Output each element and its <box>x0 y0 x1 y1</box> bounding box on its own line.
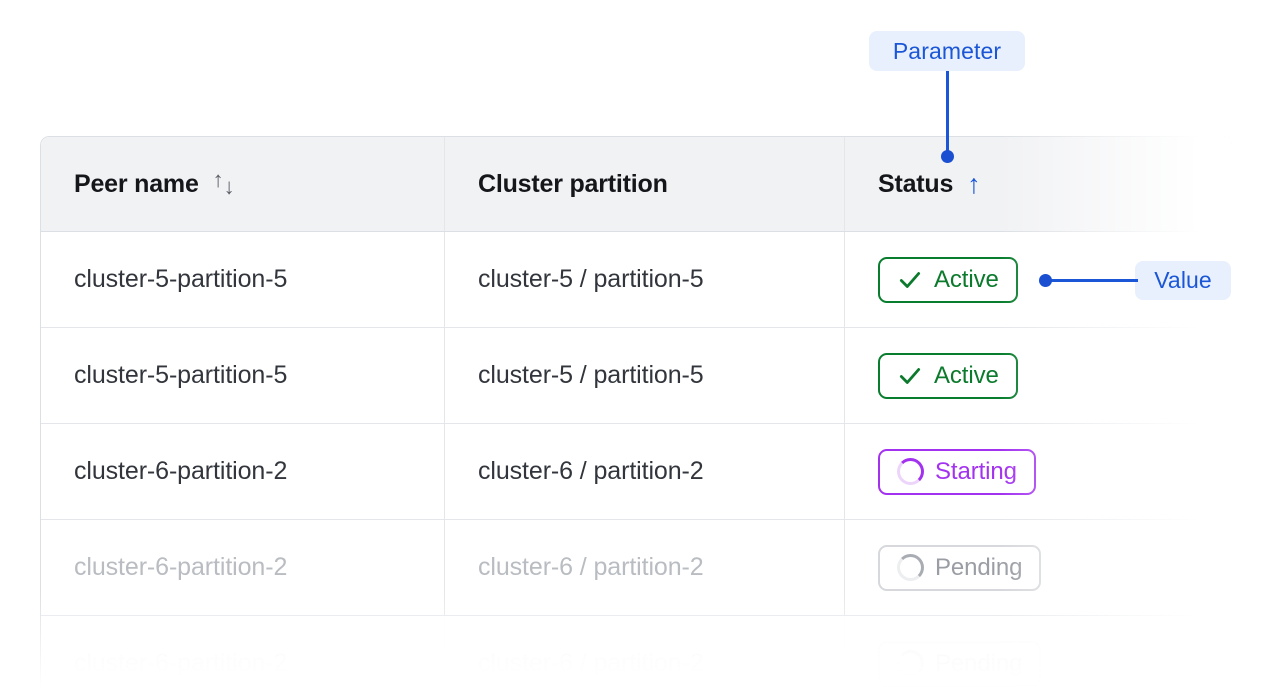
annotation-value-connector-dot <box>1039 274 1052 287</box>
table-header-row: Peer name ↑ ↓ Cluster partition Status ↑ <box>41 137 1231 232</box>
annotation-parameter-badge: Parameter <box>869 31 1025 71</box>
check-icon <box>899 367 921 384</box>
status-badge-label: Starting <box>935 457 1017 485</box>
status-badge-active: Active <box>878 352 1018 399</box>
cell-peer-name: cluster-6-partition-2 <box>41 616 445 688</box>
status-badge-starting: Starting <box>878 448 1036 495</box>
cell-cluster-partition: cluster-5 / partition-5 <box>445 328 845 423</box>
cell-peer-name: cluster-6-partition-2 <box>41 424 445 519</box>
cell-cluster-partition: cluster-6 / partition-2 <box>445 424 845 519</box>
spinner-icon <box>897 554 924 581</box>
column-header-cluster-partition-label: Cluster partition <box>478 169 668 198</box>
cell-cluster-partition: cluster-6 / partition-2 <box>445 616 845 688</box>
cell-status: Pending <box>845 520 1231 615</box>
column-header-peer-name[interactable]: Peer name ↑ ↓ <box>41 137 445 231</box>
annotation-parameter-connector-dot <box>941 150 954 163</box>
cell-peer-name: cluster-5-partition-5 <box>41 328 445 423</box>
table-row[interactable]: cluster-6-partition-2 cluster-6 / partit… <box>41 616 1231 688</box>
spinner-icon <box>897 650 924 677</box>
cell-peer-name: cluster-6-partition-2 <box>41 520 445 615</box>
check-icon <box>899 271 921 288</box>
status-badge-label: Pending <box>935 553 1023 581</box>
sort-both-icon[interactable]: ↑ ↓ <box>213 169 239 199</box>
sort-ascending-icon[interactable]: ↑ <box>967 168 981 199</box>
column-header-status[interactable]: Status ↑ <box>845 137 1231 231</box>
sort-up-glyph: ↑ <box>212 167 224 192</box>
annotation-value-badge: Value <box>1135 261 1231 300</box>
table-row[interactable]: cluster-6-partition-2 cluster-6 / partit… <box>41 520 1231 616</box>
column-header-cluster-partition[interactable]: Cluster partition <box>445 137 845 231</box>
column-header-peer-name-label: Peer name <box>74 169 199 198</box>
cell-cluster-partition: cluster-6 / partition-2 <box>445 520 845 615</box>
annotation-parameter-connector-line <box>946 71 949 157</box>
cell-status: Active <box>845 328 1231 423</box>
spinner-icon <box>897 458 924 485</box>
cell-status: Active <box>845 232 1231 327</box>
sort-down-glyph: ↓ <box>223 174 235 199</box>
cell-status: Starting <box>845 424 1231 519</box>
annotation-value-connector-line <box>1050 279 1138 282</box>
status-badge-label: Active <box>934 361 999 389</box>
table-row[interactable]: cluster-5-partition-5 cluster-5 / partit… <box>41 232 1231 328</box>
status-badge-pending: Pending <box>878 544 1042 591</box>
table-row[interactable]: cluster-5-partition-5 cluster-5 / partit… <box>41 328 1231 424</box>
table-row[interactable]: cluster-6-partition-2 cluster-6 / partit… <box>41 424 1231 520</box>
cell-cluster-partition: cluster-5 / partition-5 <box>445 232 845 327</box>
status-badge-active: Active <box>878 256 1018 303</box>
cell-status: Pending <box>845 616 1231 688</box>
status-badge-label: Active <box>934 265 999 293</box>
status-badge-pending: Pending <box>878 640 1042 687</box>
cell-peer-name: cluster-5-partition-5 <box>41 232 445 327</box>
status-badge-label: Pending <box>935 649 1023 677</box>
peers-table: Peer name ↑ ↓ Cluster partition Status ↑… <box>40 136 1232 688</box>
column-header-status-label: Status <box>878 169 954 198</box>
